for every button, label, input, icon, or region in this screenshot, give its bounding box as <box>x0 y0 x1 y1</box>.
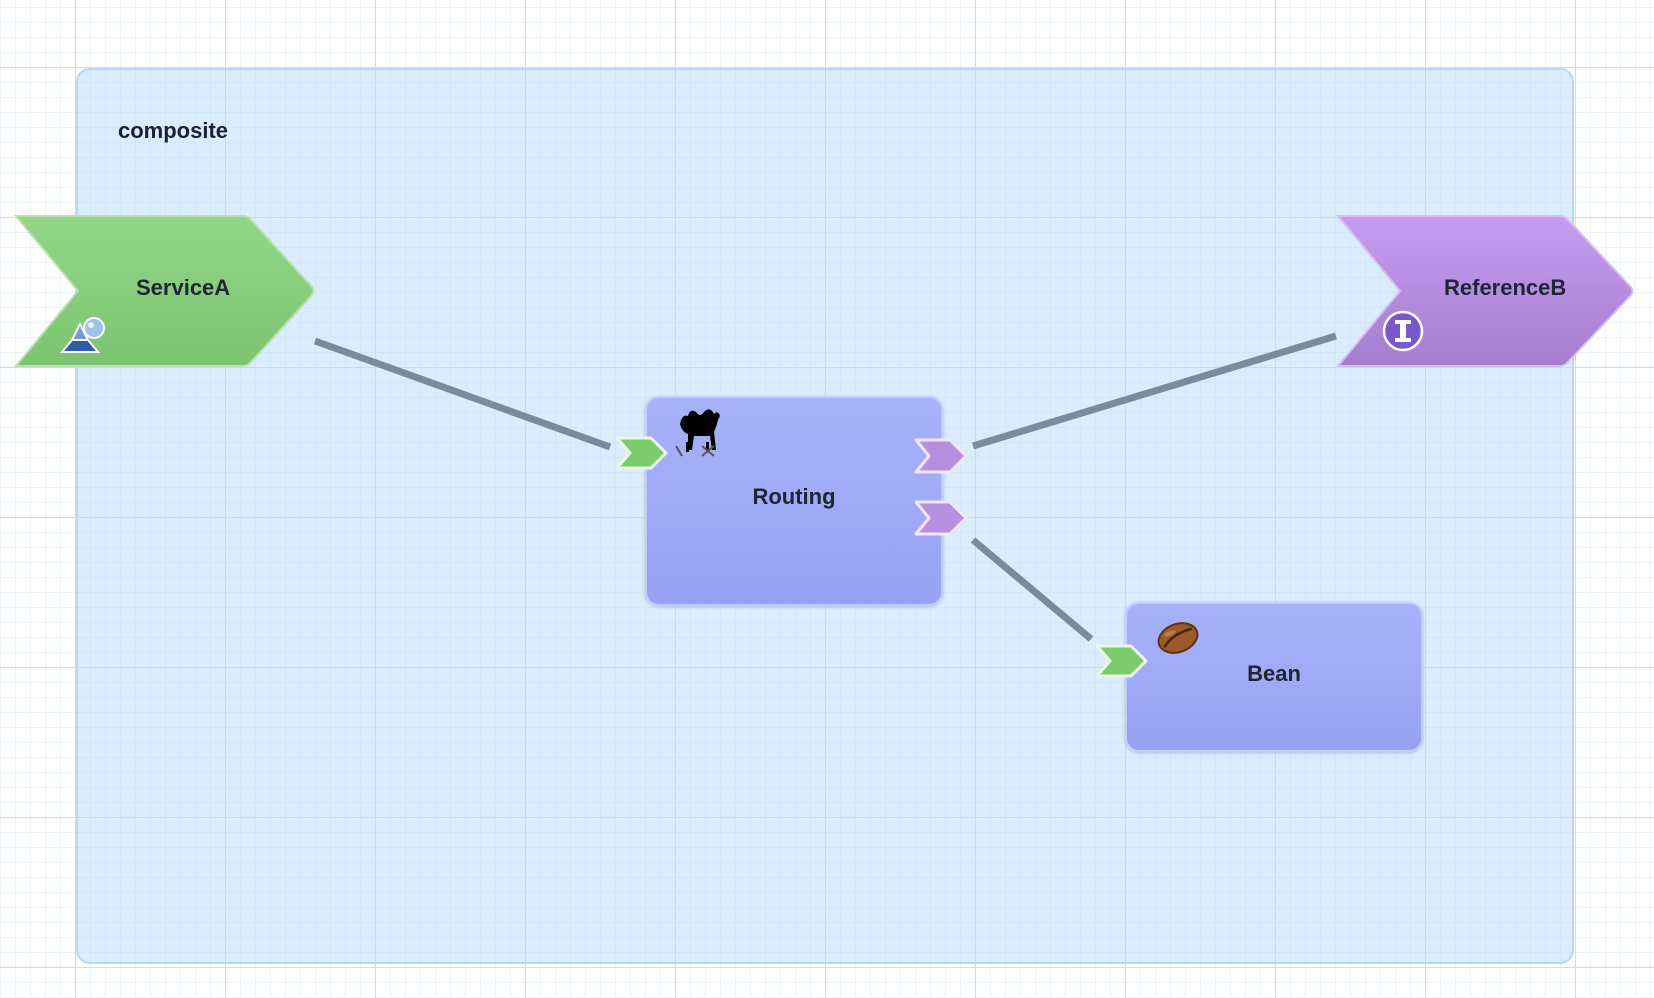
servicea-label: ServiceA <box>136 275 231 300</box>
wire-routing-bean[interactable] <box>970 537 1094 642</box>
routing-label: Routing <box>752 484 836 509</box>
coffee-bean-icon <box>1157 622 1199 654</box>
bean-label: Bean <box>1247 661 1301 686</box>
referenceb-label: ReferenceB <box>1444 275 1567 300</box>
wire-servicea-routing[interactable] <box>313 337 612 451</box>
web-service-icon <box>59 317 105 353</box>
routing-reference-port-1[interactable] <box>914 438 968 474</box>
routing-service-port[interactable] <box>615 436 668 470</box>
wire-routing-referenceb[interactable] <box>971 332 1338 450</box>
composite-label: composite <box>118 118 229 143</box>
camel-icon <box>675 409 720 457</box>
routing-reference-port-2[interactable] <box>914 500 968 536</box>
routing-component[interactable]: Routing <box>645 396 943 606</box>
bean-service-port[interactable] <box>1095 644 1148 678</box>
interface-icon <box>1382 310 1424 352</box>
